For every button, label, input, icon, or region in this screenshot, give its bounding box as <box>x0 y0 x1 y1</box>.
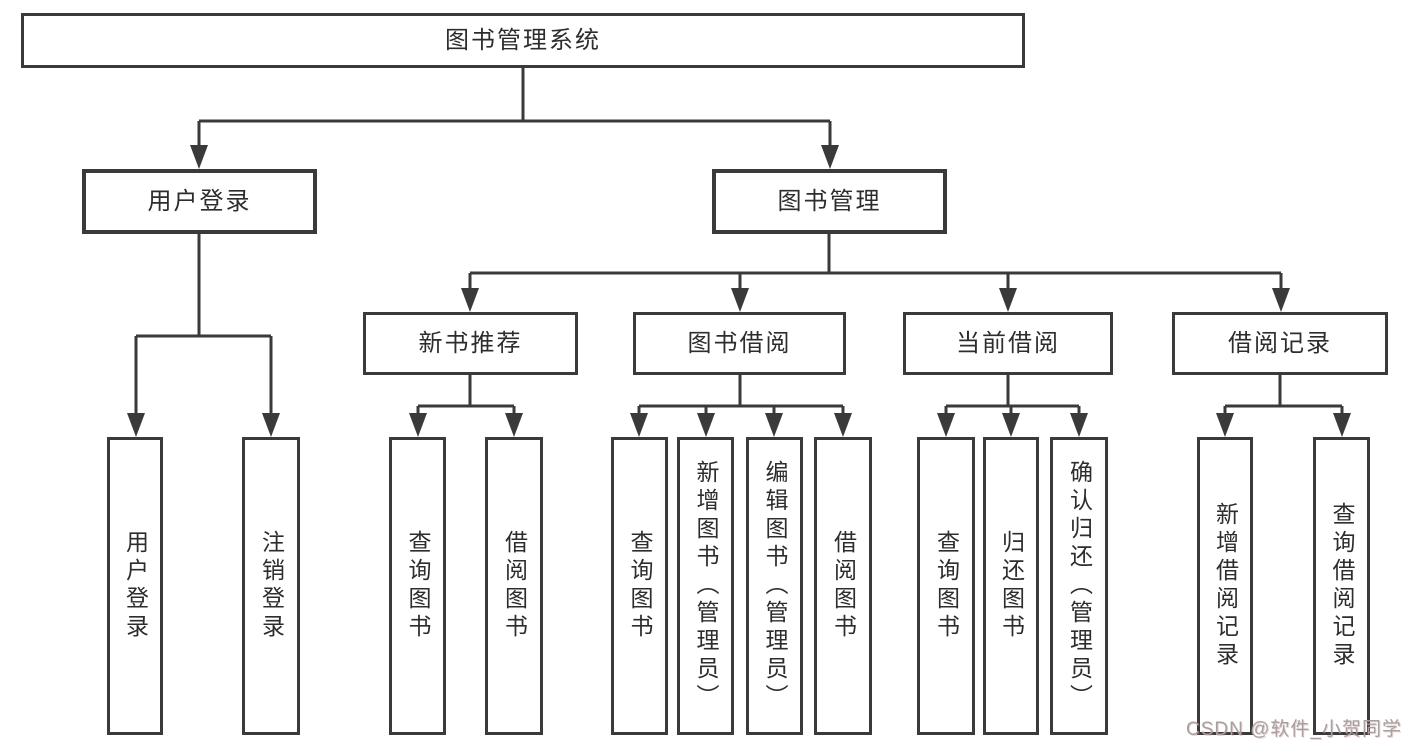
node-user-login: 用户登录 <box>82 169 317 234</box>
node-label: 确认归还（管理员） <box>1066 460 1093 712</box>
leaf-query-books-current: 查询图书 <box>917 437 975 735</box>
leaf-add-books-admin: 新增图书（管理员） <box>677 437 734 735</box>
leaf-query-books-recommend: 查询图书 <box>389 437 446 735</box>
leaf-query-books-borrowing: 查询图书 <box>611 437 668 735</box>
node-label: 编辑图书（管理员） <box>762 460 788 712</box>
node-label: 图书借阅 <box>687 329 792 357</box>
node-label: 新书推荐 <box>418 329 523 357</box>
node-label: 新增借阅记录 <box>1212 502 1239 670</box>
node-current-borrowing: 当前借阅 <box>903 312 1113 375</box>
leaf-borrow-books-borrowing: 借阅图书 <box>814 437 872 735</box>
leaf-logout: 注销登录 <box>242 437 300 735</box>
node-label: 当前借阅 <box>956 329 1060 357</box>
node-new-book-recommendation: 新书推荐 <box>363 312 578 375</box>
node-label: 用户登录 <box>122 530 149 642</box>
node-label: 查询借阅记录 <box>1329 502 1355 670</box>
leaf-confirm-return-admin: 确认归还（管理员） <box>1050 437 1108 735</box>
node-label: 注销登录 <box>258 530 285 642</box>
node-label: 查询图书 <box>933 530 960 642</box>
leaf-query-borrow-record: 查询借阅记录 <box>1313 437 1370 735</box>
node-label: 查询图书 <box>627 530 653 642</box>
node-library-management-system: 图书管理系统 <box>21 13 1025 68</box>
node-label: 归还图书 <box>998 530 1025 642</box>
node-book-borrowing: 图书借阅 <box>633 312 846 375</box>
node-borrowing-records: 借阅记录 <box>1172 312 1388 375</box>
csdn-watermark: CSDN @软件_小贺同学 <box>1186 719 1402 740</box>
node-label: 图书管理 <box>777 187 882 215</box>
node-label: 借阅记录 <box>1228 329 1332 357</box>
leaf-add-borrow-record: 新增借阅记录 <box>1197 437 1253 735</box>
leaf-edit-books-admin: 编辑图书（管理员） <box>746 437 803 735</box>
node-label: 借阅图书 <box>830 530 857 642</box>
node-label: 新增图书（管理员） <box>693 460 719 712</box>
leaf-return-books: 归还图书 <box>983 437 1039 735</box>
leaf-user-login: 用户登录 <box>107 437 163 735</box>
node-book-management: 图书管理 <box>712 169 947 234</box>
node-label: 借阅图书 <box>501 530 528 642</box>
node-label: 用户登录 <box>147 187 252 215</box>
node-label: 图书管理系统 <box>445 26 601 54</box>
leaf-borrow-books-recommend: 借阅图书 <box>485 437 543 735</box>
node-label: 查询图书 <box>405 530 431 642</box>
